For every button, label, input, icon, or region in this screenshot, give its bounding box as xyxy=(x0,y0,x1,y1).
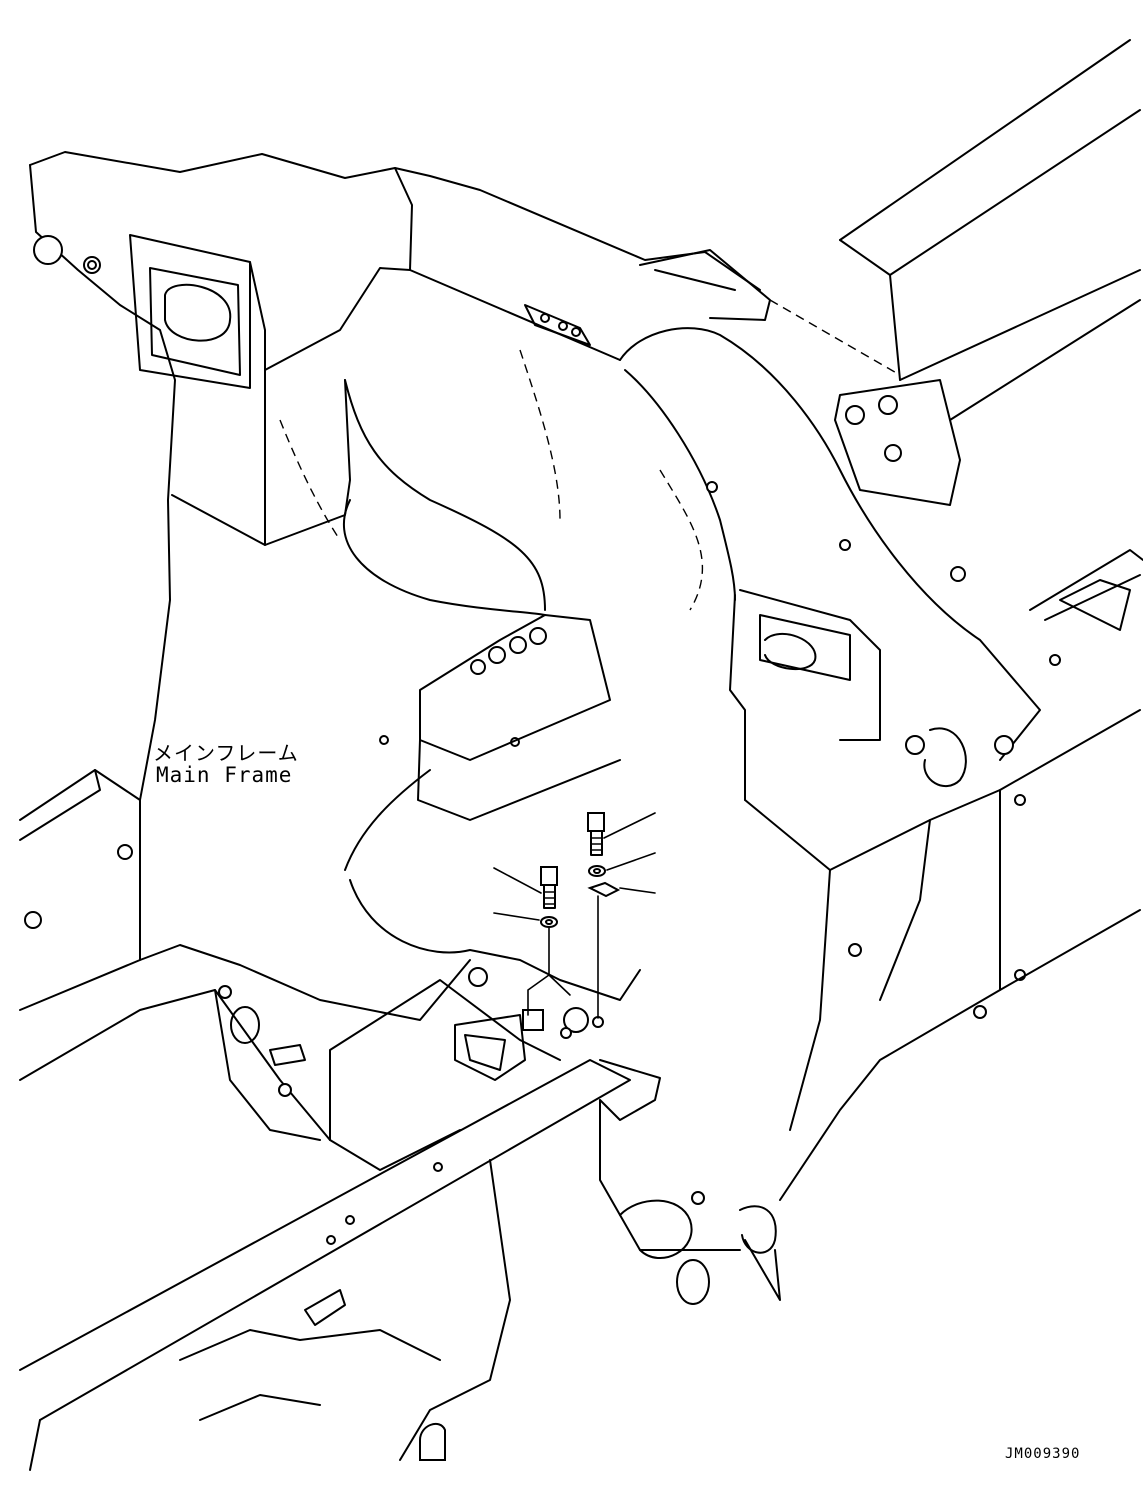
bolt-head-left xyxy=(540,866,558,886)
washer-left xyxy=(540,916,558,928)
part-name-jp: メインフレーム xyxy=(153,741,299,765)
part-name-en: Main Frame xyxy=(156,763,293,787)
right-lower-structure xyxy=(619,709,1141,1305)
mounting-plate xyxy=(344,769,641,1081)
left-body xyxy=(19,769,471,1141)
bolt-head-right xyxy=(587,812,605,832)
washer-right xyxy=(588,865,606,877)
mid-bracket xyxy=(379,304,621,821)
lower-beam xyxy=(19,979,741,1471)
upper-frame-outline xyxy=(29,151,761,801)
clip-right xyxy=(587,881,621,898)
central-arch xyxy=(279,249,1041,801)
right-boom xyxy=(769,39,1143,981)
exploded-hardware xyxy=(493,812,656,1019)
drawing-number: JM009390 xyxy=(1005,1446,1081,1462)
